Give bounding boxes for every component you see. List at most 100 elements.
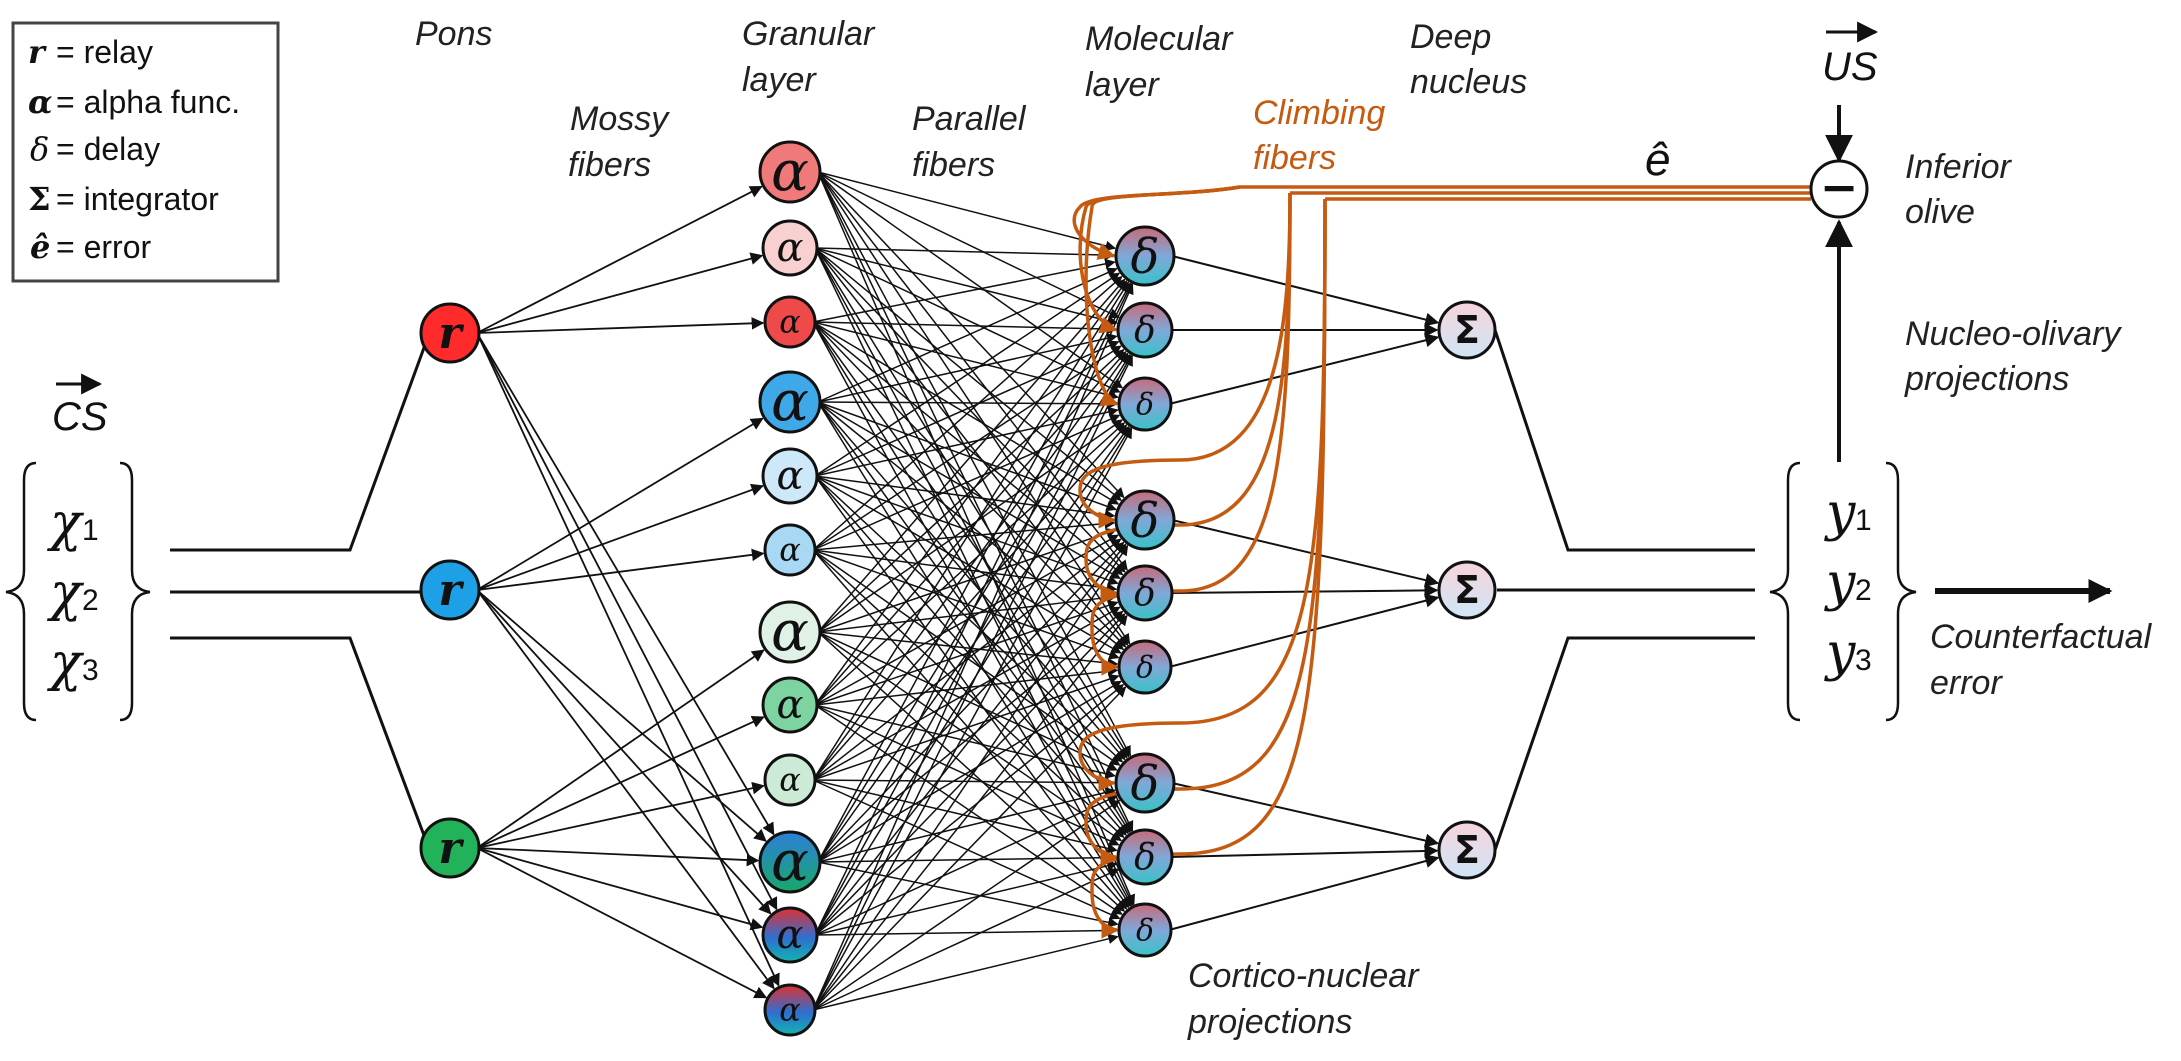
label-climbing-1: Climbing <box>1253 94 1385 132</box>
relay-node-2: r <box>419 559 481 621</box>
label-deep-1: Deep <box>1410 18 1491 56</box>
parallel-fiber-line <box>814 247 1129 646</box>
parallel-fiber-line <box>814 422 1126 706</box>
output-line-3 <box>1493 636 1755 851</box>
mossy-fiber-line <box>476 417 764 591</box>
purkinje-node-circle <box>1114 225 1176 287</box>
legend-text-delay: = delay <box>56 131 160 167</box>
deep-nucleus-node-3: Σ <box>1437 820 1497 880</box>
granule-node-6: α <box>763 523 817 577</box>
parallel-fiber-line <box>812 427 1133 1011</box>
label-cortico-2: projections <box>1187 1003 1352 1041</box>
mossy-fiber-line <box>476 483 764 591</box>
deep-nucleus-symbol: Σ <box>1454 308 1480 352</box>
purkinje-node-1: δ <box>1114 225 1176 287</box>
parallel-fiber-line <box>814 406 1119 477</box>
purkinje-node-symbol: δ <box>1134 838 1156 879</box>
parallel-fiber-line <box>812 614 1128 1011</box>
mossy-fiber-line <box>476 847 764 931</box>
cs-text: CS <box>52 395 108 439</box>
parallel-fiber-line <box>817 592 1118 633</box>
granule-node-12: α <box>763 983 817 1037</box>
parallel-fiber-line <box>812 549 1120 660</box>
mossy-fiber-line <box>476 185 763 334</box>
purkinje-node-circle <box>1114 489 1176 551</box>
parallel-fiber-line <box>817 631 1122 842</box>
parallel-fiber-line <box>817 171 1132 757</box>
granule-node-5: α <box>761 447 819 505</box>
input-line-3 <box>170 636 427 839</box>
parallel-fiber-line <box>812 258 1116 323</box>
parallel-fiber-line <box>817 171 1120 319</box>
parallel-fiber-line <box>817 171 1116 252</box>
mossy-fiber-line <box>476 548 765 591</box>
granule-node-circle <box>758 140 822 204</box>
cortico-nuclear-line <box>1168 854 1440 931</box>
parallel-fiber-line <box>814 272 1121 477</box>
label-counterfactual-2: error <box>1930 664 2003 702</box>
parallel-fiber-line <box>812 355 1133 1011</box>
parallel-fiber-line <box>812 779 1121 920</box>
granule-node-circle <box>763 295 817 349</box>
granule-node-symbol: α <box>771 599 809 664</box>
parallel-fiber-line <box>812 281 1130 781</box>
mossy-fiber-line <box>476 589 767 842</box>
parallel-fiber-line <box>817 401 1129 835</box>
deep-nucleus-circle <box>1437 300 1497 360</box>
parallel-fiber-line <box>817 282 1131 863</box>
legend-box <box>11 21 280 283</box>
output-brace-right <box>1885 461 1917 722</box>
parallel-fiber-line <box>812 933 1119 1011</box>
cortico-nuclear-line <box>1168 333 1440 405</box>
us-text: US <box>1822 45 1878 89</box>
input-chi-3: χ <box>46 633 85 693</box>
granule-node-symbol: α <box>776 225 803 271</box>
label-nucleo-2: projections <box>1904 360 2069 398</box>
parallel-fiber-line <box>814 247 1134 906</box>
cortico-nuclear-line <box>1168 593 1440 668</box>
granule-node-8: α <box>761 676 819 734</box>
purkinje-node-7: δ <box>1114 752 1176 814</box>
purkinje-node-circle <box>1114 752 1176 814</box>
parallel-fiber-line <box>814 247 1121 393</box>
parallel-fiber-line <box>814 795 1118 936</box>
granule-node-symbol: α <box>771 139 809 204</box>
inferior-olive-circle <box>1809 159 1869 219</box>
granule-node-symbol: α <box>776 682 803 728</box>
climbing-fiber-branch <box>1090 198 1327 939</box>
input-chi-3-index: 3 <box>82 654 99 687</box>
legend-text-relay: = relay <box>56 34 153 70</box>
cortico-nuclear-line <box>1169 844 1439 859</box>
granule-node-symbol: α <box>771 369 809 434</box>
input-chi-2: χ <box>46 563 85 623</box>
parallel-fiber-line <box>812 868 1120 1011</box>
legend-symbol-integrator: Σ <box>28 180 51 218</box>
parallel-fiber-line <box>817 171 1134 832</box>
mossy-fiber-line <box>476 781 765 849</box>
parallel-fiber-line <box>817 419 1123 633</box>
purkinje-node-symbol: δ <box>1131 756 1160 812</box>
granule-node-circle <box>758 370 822 434</box>
granule-node-9: α <box>763 753 817 807</box>
parallel-fiber-line <box>817 267 1118 403</box>
label-cortico-1: Cortico-nuclear <box>1188 957 1420 995</box>
purkinje-node-circle <box>1116 828 1174 886</box>
mossy-fiber-line <box>476 252 764 334</box>
parallel-fiber-line <box>812 414 1121 551</box>
parallel-fiber-line <box>812 549 1125 839</box>
parallel-fiber-line <box>817 861 1119 928</box>
purkinje-node-symbol: δ <box>1136 914 1154 949</box>
parallel-fiber-line <box>812 345 1122 551</box>
relay-node-1: r <box>419 302 481 364</box>
input-chi-1: χ <box>46 493 85 553</box>
purkinje-node-circle <box>1117 376 1173 432</box>
granule-node-10: α <box>758 829 822 894</box>
granule-node-symbol: α <box>779 991 801 1029</box>
parallel-fiber-line <box>814 475 1119 586</box>
mossy-fiber-line <box>476 847 768 999</box>
label-molecular-1: Molecular <box>1085 20 1234 58</box>
mossy-fiber-line <box>476 716 765 849</box>
parallel-fiber-line <box>814 280 1128 706</box>
parallel-fiber-line <box>812 321 1119 401</box>
